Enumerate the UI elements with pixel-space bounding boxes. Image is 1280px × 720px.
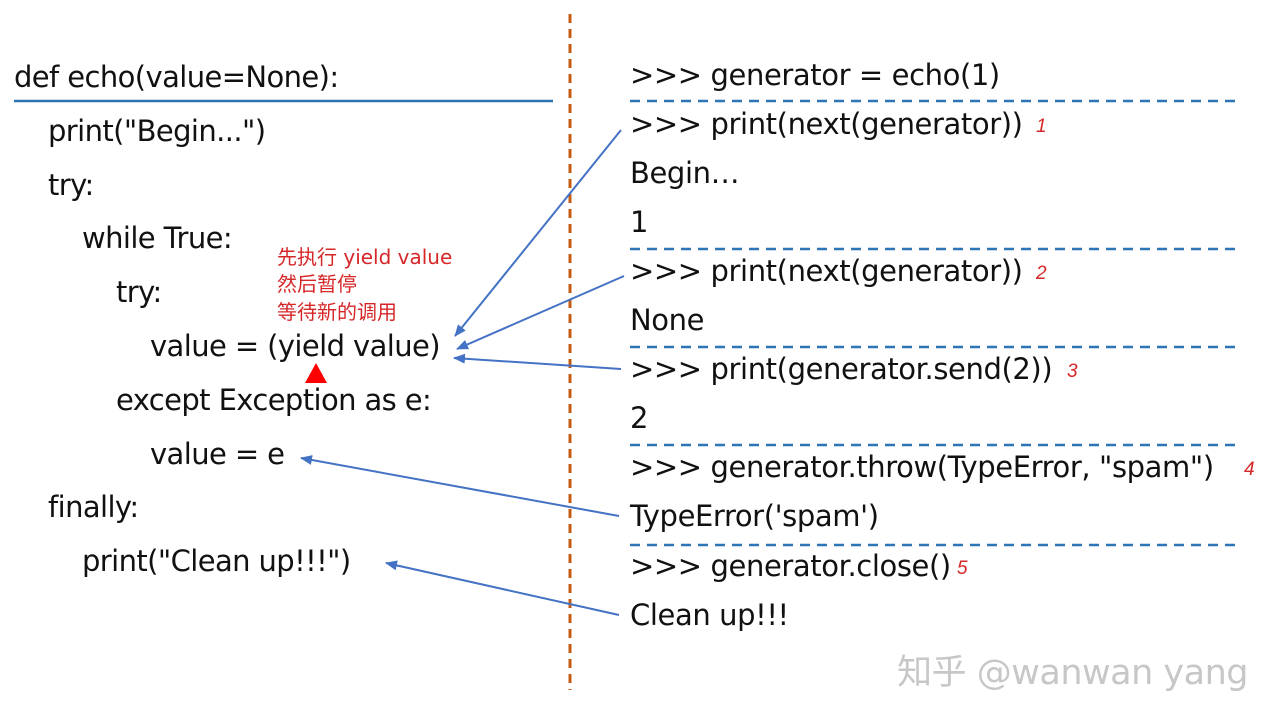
console-line-6: None	[630, 303, 705, 337]
code-line-while: while True:	[82, 221, 233, 255]
annotation-line-1: 先执行 yield value	[277, 245, 453, 269]
console-line-1: >>> generator = echo(1)	[630, 58, 1000, 92]
code-line-print-cleanup: print("Clean up!!!")	[82, 544, 351, 578]
arrow-step-4	[300, 455, 620, 517]
console-line-7: >>> print(generator.send(2))	[630, 352, 1053, 386]
code-line-inner-try: try:	[116, 275, 162, 309]
console-line-3: Begin…	[630, 156, 740, 190]
arrow-step-5	[385, 560, 620, 616]
step-number-1: 1	[1036, 116, 1047, 137]
console-line-2: >>> print(next(generator))	[630, 107, 1023, 141]
step-number-4: 4	[1244, 459, 1255, 480]
code-line-def: def echo(value=None):	[14, 60, 339, 94]
code-line-yield: value = (yield value)	[150, 329, 441, 363]
console-line-9: >>> generator.throw(TypeError, "spam")	[630, 450, 1214, 484]
pause-marker-triangle	[305, 363, 327, 383]
console-line-5: >>> print(next(generator))	[630, 254, 1023, 288]
annotation-line-3: 等待新的调用	[277, 300, 397, 324]
arrow-step-1	[454, 129, 622, 337]
step-number-5: 5	[957, 558, 968, 579]
arrow-step-3	[453, 353, 622, 370]
step-number-2: 2	[1036, 263, 1047, 284]
annotation-line-2: 然后暂停	[277, 272, 357, 296]
code-line-print-begin: print("Begin...")	[48, 114, 266, 148]
code-line-finally: finally:	[48, 490, 139, 524]
code-line-value-e: value = e	[150, 437, 285, 471]
console-line-4: 1	[630, 205, 649, 239]
console-line-11: >>> generator.close()	[630, 549, 951, 583]
console-line-12: Clean up!!!	[630, 598, 789, 632]
console-line-8: 2	[630, 401, 649, 435]
code-line-outer-try: try:	[48, 168, 94, 202]
code-line-except: except Exception as e:	[116, 383, 432, 417]
arrow-step-2	[456, 275, 625, 350]
watermark: 知乎 @wanwan yang	[897, 653, 1248, 693]
console-line-10: TypeError('spam')	[630, 499, 879, 533]
step-number-3: 3	[1067, 361, 1078, 382]
